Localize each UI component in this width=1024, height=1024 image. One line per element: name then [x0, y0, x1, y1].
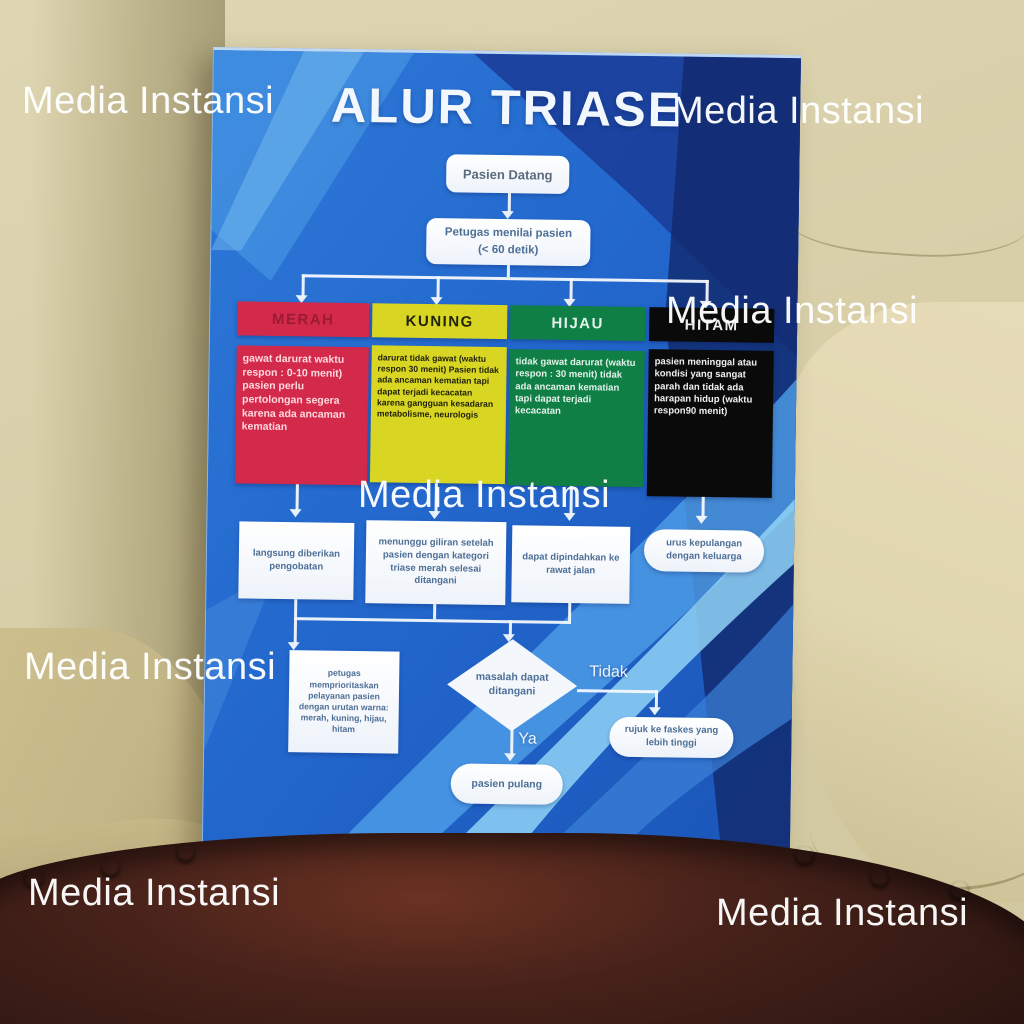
label-ya: Ya [518, 730, 537, 748]
action-hijau: dapat dipindahkan ke rawat jalan [511, 525, 631, 604]
connector-line [301, 274, 305, 297]
arrowhead-down-icon [648, 707, 661, 716]
category-header-merah: MERAH [236, 301, 370, 338]
connector-line [654, 690, 659, 709]
watermark-text: Media Instansi [358, 474, 611, 516]
connector-line [568, 603, 572, 622]
node-priority-note: petugas memprioritaskan pelayanan pasien… [288, 650, 400, 754]
wall-crack [788, 187, 1024, 265]
watermark-text: Media Instansi [672, 90, 925, 132]
stud-icon [795, 846, 814, 865]
arrowhead-down-icon [289, 509, 302, 518]
action-kuning: menunggu giliran setelah pasien dengan k… [365, 520, 507, 606]
category-description-kuning: darurat tidak gawat (waktu respon 30 men… [369, 345, 507, 485]
watermark-text: Media Instansi [28, 872, 281, 914]
stud-icon [176, 843, 195, 862]
connector-line [294, 599, 298, 618]
category-description-hijau: tidak gawat darurat (waktu respon : 30 m… [507, 349, 645, 488]
connector-line [295, 484, 299, 511]
category-description-hitam: pasien meninggal atau kondisi yang sanga… [646, 349, 774, 498]
stud-icon [870, 868, 889, 887]
arrowhead-down-icon [695, 515, 708, 524]
connector-line [507, 193, 511, 213]
arrowhead-down-icon [287, 642, 300, 651]
connector-line [436, 276, 440, 299]
node-pasien-pulang: pasien pulang [450, 763, 564, 805]
connector-line [293, 617, 298, 644]
label-tidak: Tidak [589, 663, 628, 681]
connector-line [506, 265, 510, 278]
triage-poster: ALUR TRIASE Pasien Datang Petugas menila… [201, 47, 801, 864]
connector-line [433, 604, 437, 620]
action-hitam: urus kepulangan dengan keluarga [643, 529, 765, 573]
node-petugas-menilai: Petugas menilai pasien (< 60 detik) [425, 217, 591, 267]
category-header-kuning: KUNING [371, 303, 508, 340]
watermark-text: Media Instansi [22, 80, 275, 122]
arrowhead-down-icon [501, 211, 514, 220]
connector-line [701, 496, 705, 517]
action-merah: langsung diberikan pengobatan [238, 521, 355, 601]
connector-line [510, 729, 514, 755]
connector-line [569, 278, 573, 301]
couch-leather-back [0, 833, 1024, 1024]
watermark-text: Media Instansi [666, 290, 919, 332]
connector-line [508, 620, 513, 636]
node-pasien-datang: Pasien Datang [445, 154, 570, 194]
watermark-text: Media Instansi [24, 646, 277, 688]
category-header-hijau: HIJAU [509, 305, 646, 342]
category-description-merah: gawat darurat waktu respon : 0-10 menit)… [234, 345, 369, 486]
arrowhead-down-icon [504, 753, 517, 762]
watermark-text: Media Instansi [716, 892, 969, 934]
node-rujuk-faskes: rujuk ke faskes yang lebih tinggi [609, 716, 734, 759]
